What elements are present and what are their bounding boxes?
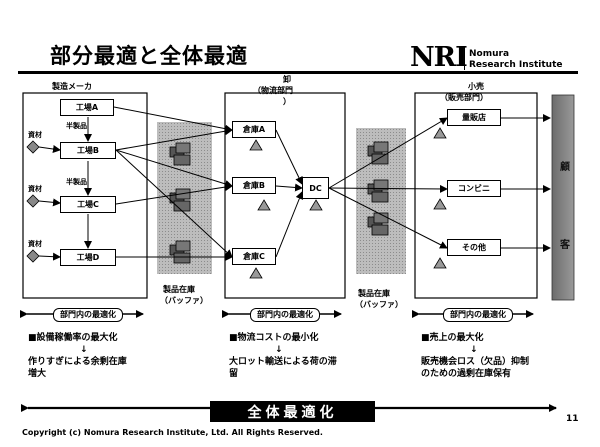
nri-logo: NRI	[410, 42, 468, 73]
logistics-frame	[224, 92, 346, 299]
warehouse-b-box: 倉庫B	[232, 177, 276, 194]
warehouse-a-box: 倉庫A	[232, 121, 276, 138]
half-product-label: 半製品	[66, 122, 87, 130]
inventory-triangle	[249, 139, 263, 151]
inventory-triangle	[433, 198, 447, 210]
inventory-triangle	[433, 257, 447, 269]
material-label: 資材	[28, 185, 42, 193]
customer-label-bottom: 客	[560, 240, 570, 251]
maker-bullet-line: 作りすぎによる余剰在庫	[28, 357, 127, 367]
retail-bullet-title: ■売上の最大化	[421, 333, 484, 343]
page-number: 11	[566, 414, 579, 424]
logistics-label-1: 卸	[283, 75, 291, 84]
factory-d-box: 工場D	[60, 249, 116, 266]
factory-c-box: 工場C	[60, 196, 116, 213]
customer-label-top: 顧	[560, 162, 570, 173]
material-diamond	[26, 194, 40, 208]
buffer-1-sublabel: （バッファ）	[160, 296, 208, 305]
inventory-triangle	[249, 267, 263, 279]
maker-bullet-line: 増大	[28, 369, 47, 379]
logistics-optimization-label: 部門内の最適化	[250, 308, 320, 322]
other-store-box: その他	[447, 239, 501, 256]
factory-a-box: 工場A	[60, 99, 114, 116]
logistics-label-2: （物流部門	[253, 86, 293, 95]
logistics-bullet-line: 留	[229, 369, 239, 379]
retail-optimization-label: 部門内の最適化	[443, 308, 513, 322]
material-diamond	[26, 140, 40, 154]
logo-divider	[464, 46, 465, 70]
mass-retailer-box: 量販店	[447, 109, 501, 126]
overall-optimization-banner: 全体最適化	[210, 401, 375, 422]
inventory-triangle	[309, 199, 323, 211]
buffer-2-label: 製品在庫	[358, 289, 390, 298]
logo-line-1: Nomura	[469, 49, 510, 59]
logo-line-2: Research Institute	[469, 60, 563, 70]
maker-frame	[22, 92, 148, 299]
material-label: 資材	[28, 131, 42, 139]
retail-bullet-line: のための過剰在庫保有	[421, 369, 512, 379]
retail-label-2: （販売部門）	[440, 93, 488, 102]
logistics-bullet-line: 大ロット輸送による荷の滞	[229, 357, 337, 367]
inventory-triangle	[433, 127, 447, 139]
retail-bullet-line: 販売機会ロス（欠品）抑制	[421, 357, 530, 367]
logistics-bullet-arrow: ↓	[275, 345, 283, 355]
maker-bullet-arrow: ↓	[80, 345, 88, 355]
retail-bullet-arrow: ↓	[470, 345, 478, 355]
slide-title: 部分最適と全体最適	[50, 44, 248, 68]
logistics-label-3: ）	[283, 97, 291, 106]
dc-box: DC	[302, 177, 329, 199]
buffer-2-sublabel: （バッファ）	[355, 300, 403, 309]
convenience-store-box: コンビニ	[447, 180, 501, 197]
buffer-1-label: 製品在庫	[163, 285, 195, 294]
maker-bullet-title: ■設備稼働率の最大化	[28, 333, 118, 343]
material-label: 資材	[28, 240, 42, 248]
material-diamond	[26, 249, 40, 263]
customer-bar	[551, 94, 575, 301]
copyright-footer: Copyright (c) Nomura Research Institute,…	[22, 428, 323, 437]
retail-label-1: 小売	[468, 82, 484, 91]
maker-label: 製造メーカ	[52, 82, 92, 91]
retail-frame	[414, 92, 538, 299]
half-product-label: 半製品	[66, 178, 87, 186]
warehouse-c-box: 倉庫C	[232, 248, 276, 265]
inventory-triangle	[257, 199, 271, 211]
maker-optimization-label: 部門内の最適化	[53, 308, 123, 322]
logistics-bullet-title: ■物流コストの最小化	[229, 333, 319, 343]
title-rule	[18, 71, 578, 74]
factory-b-box: 工場B	[60, 142, 116, 159]
